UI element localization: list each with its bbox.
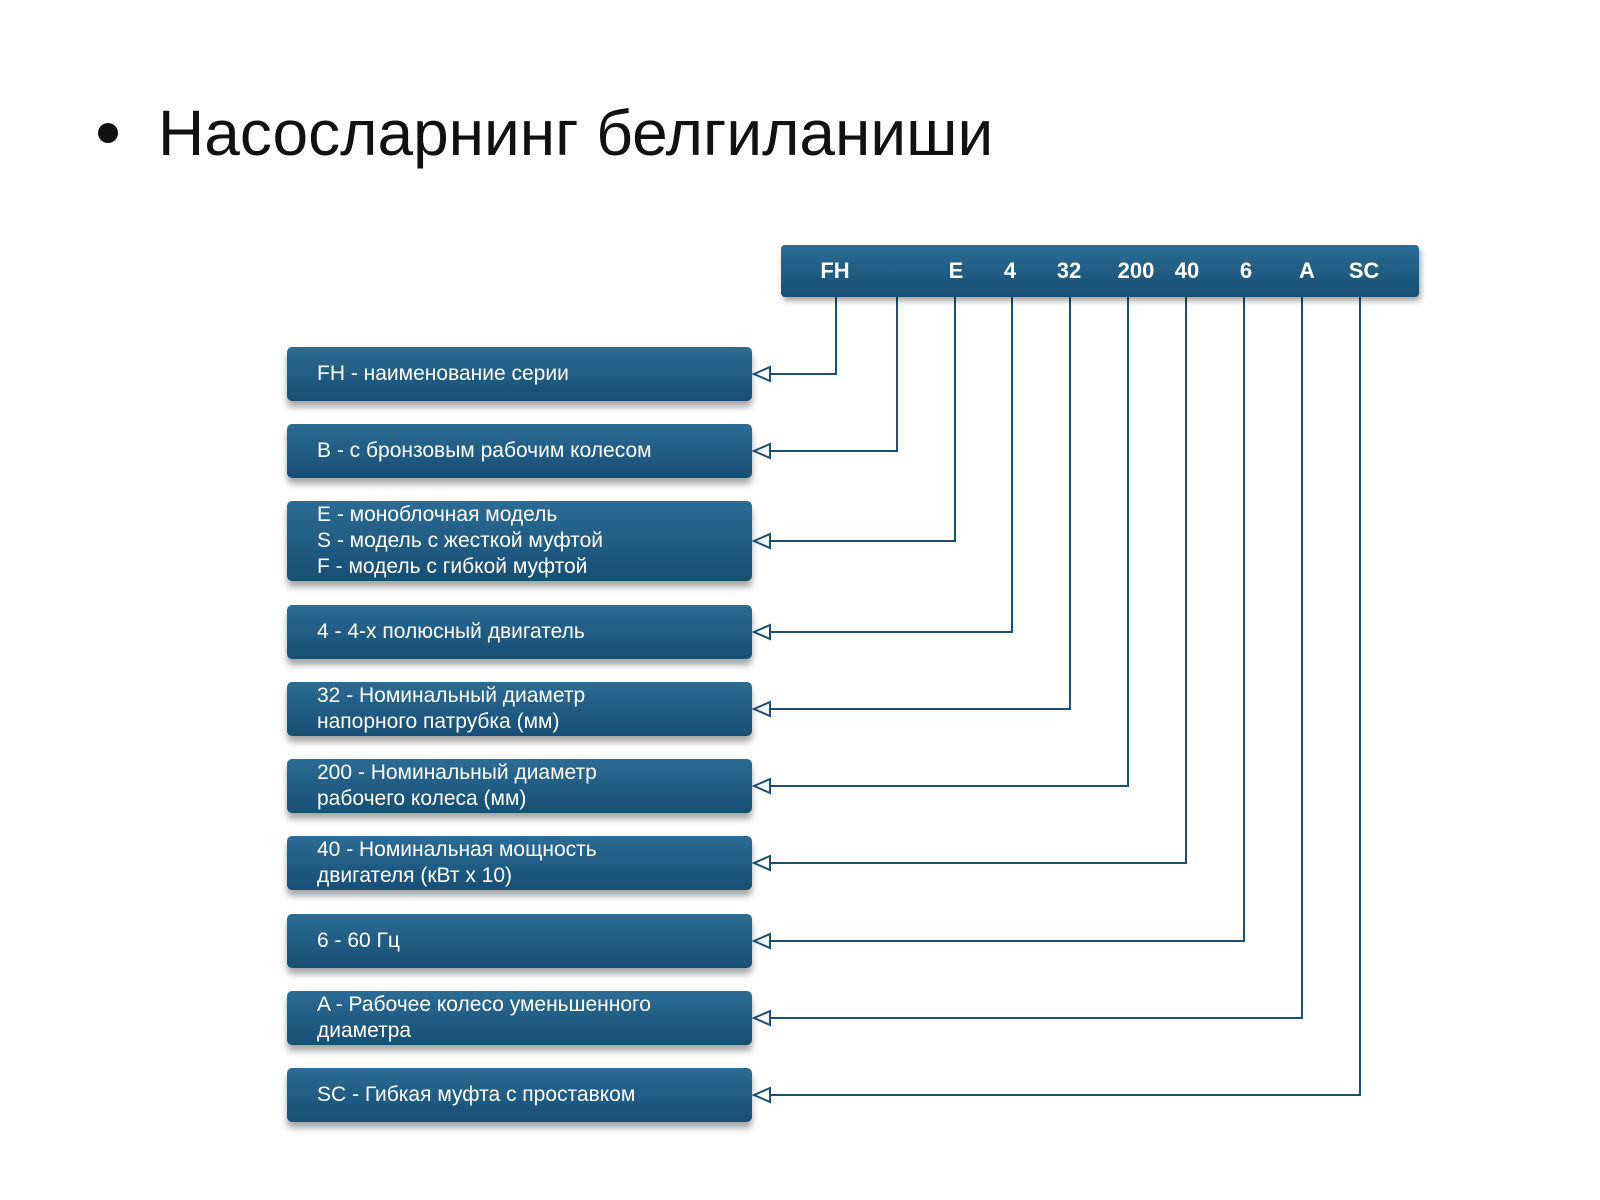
connector-motor-power [770,297,1187,864]
code-segment-200: 200 [1117,258,1155,283]
arrow-head-icon [751,365,771,383]
desc-box-discharge-diameter: 32 - Номинальный диаметр напорного патру… [287,682,752,736]
arrow-head-icon [751,777,771,795]
model-code-bar: FH E 4 32 200 40 6 A SC [781,245,1419,297]
connector-impeller-diameter [770,297,1129,787]
arrow-head-icon [751,1086,771,1104]
desc-box-reduced-impeller: A - Рабочее колесо уменьшенного диаметра [287,991,752,1045]
connector-motor-poles [770,297,1013,633]
bullet-icon [98,123,118,143]
code-segment-a: A [1299,258,1315,283]
arrow-head-icon [751,623,771,641]
code-segment-4: 4 [1003,258,1017,283]
desc-box-spacer-coupling: SC - Гибкая муфта с проставком [287,1068,752,1122]
desc-text-impeller-material: B - с бронзовым рабочим колесом [317,439,652,462]
arrow-head-icon [751,932,771,950]
arrow-head-icon [751,1009,771,1027]
connector-frequency [770,297,1245,942]
arrow-head-icon [751,854,771,872]
arrow-head-icon [751,700,771,718]
desc-box-series: FH - наименование серии [287,347,752,401]
connector-series [770,297,837,375]
slide-title-text: Насосларнинг белгиланиши [158,97,994,169]
connector-reduced-impeller [770,297,1303,1019]
code-segment-sc: SC [1348,258,1380,283]
desc-text-series: FH - наименование серии [317,362,569,385]
code-segment-e: E [948,258,964,283]
desc-box-motor-power: 40 - Номинальная мощность двигателя (кВт… [287,836,752,890]
code-segment-32: 32 [1056,258,1082,283]
code-segment-40: 40 [1174,258,1200,283]
desc-box-frequency: 6 - 60 Гц [287,914,752,968]
connector-model-type [770,297,956,542]
desc-box-impeller-material: B - с бронзовым рабочим колесом [287,424,752,478]
desc-box-impeller-diameter: 200 - Номинальный диаметр рабочего колес… [287,759,752,813]
connector-impeller-material [770,297,898,452]
desc-text-impeller-diameter: 200 - Номинальный диаметр рабочего колес… [317,761,597,810]
code-segment-fh: FH [820,258,850,283]
desc-text-motor-poles: 4 - 4-х полюсный двигатель [317,620,585,643]
desc-text-spacer-coupling: SC - Гибкая муфта с проставком [317,1083,636,1106]
slide-title: Насосларнинг белгиланиши [98,96,993,170]
desc-box-model-type: E - моноблочная модель S - модель с жест… [287,501,752,581]
desc-text-reduced-impeller: A - Рабочее колесо уменьшенного диаметра [317,993,651,1042]
desc-text-motor-power: 40 - Номинальная мощность двигателя (кВт… [317,838,597,887]
code-segment-6: 6 [1239,258,1253,283]
desc-text-discharge-diameter: 32 - Номинальный диаметр напорного патру… [317,684,586,733]
desc-text-model-type: E - моноблочная модель S - модель с жест… [317,503,603,578]
desc-text-frequency: 6 - 60 Гц [317,929,400,952]
desc-box-motor-poles: 4 - 4-х полюсный двигатель [287,605,752,659]
arrow-head-icon [751,442,771,460]
connector-discharge-diameter [770,297,1071,710]
connector-spacer-coupling [770,297,1361,1096]
arrow-head-icon [751,532,771,550]
